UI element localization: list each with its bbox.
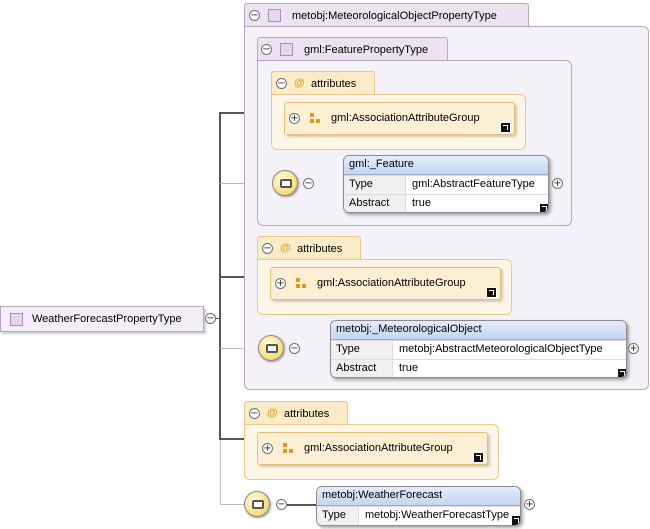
row-value: gml:AbstractFeatureType xyxy=(412,178,535,190)
attribute-group-icon xyxy=(296,278,306,288)
row-key: Type xyxy=(317,507,359,525)
link-icon[interactable] xyxy=(473,452,484,463)
attribute-group-icon xyxy=(310,113,320,123)
expand-group-toggle[interactable]: + xyxy=(289,113,300,124)
at-icon: @ xyxy=(280,242,291,254)
collapse-met-type-toggle[interactable]: − xyxy=(249,10,260,21)
met-type-tab[interactable]: − metobj:MeteorologicalObjectPropertyTyp… xyxy=(244,3,529,27)
sequence-icon[interactable] xyxy=(258,335,284,361)
row-value: true xyxy=(399,362,418,374)
row-key: Abstract xyxy=(331,360,393,377)
collapse-gml-type-toggle[interactable]: − xyxy=(261,44,272,55)
row-key: Type xyxy=(344,176,406,194)
element-row-type: Type gml:AbstractFeatureType xyxy=(344,175,548,194)
connector xyxy=(219,112,221,439)
attributes-label: attributes xyxy=(297,243,343,255)
connector xyxy=(219,276,267,278)
link-icon[interactable] xyxy=(500,122,511,133)
element-title: metobj:WeatherForecast xyxy=(317,487,520,506)
root-type-box[interactable]: WeatherForecastPropertyType xyxy=(0,306,204,332)
collapse-sequence-toggle[interactable]: − xyxy=(289,343,300,354)
attributes-tab[interactable]: − @ attributes xyxy=(244,401,348,425)
complex-type-icon xyxy=(280,43,293,56)
collapse-attributes-toggle[interactable]: − xyxy=(276,78,287,89)
attribute-group-label: gml:AssociationAttributeGroup xyxy=(317,277,466,289)
row-key: Abstract xyxy=(344,195,406,212)
attributes-label: attributes xyxy=(311,78,357,90)
attribute-group-label: gml:AssociationAttributeGroup xyxy=(331,112,480,124)
link-icon[interactable] xyxy=(539,203,548,212)
connector xyxy=(287,504,317,506)
element-row-type: Type metobj:AbstractMeteorologicalObjectT… xyxy=(331,340,626,359)
element-metobj-meteorological-object[interactable]: metobj:_MeteorologicalObject Type metobj:… xyxy=(330,320,627,378)
row-value: true xyxy=(412,197,431,209)
element-row-abstract: Abstract true xyxy=(344,194,548,212)
element-metobj-weather-forecast[interactable]: metobj:WeatherForecast Type metobj:Weathe… xyxy=(316,486,521,526)
row-key: Type xyxy=(331,341,393,359)
attributes-tab[interactable]: − @ attributes xyxy=(257,236,361,260)
link-icon[interactable] xyxy=(511,515,520,525)
met-type-label: metobj:MeteorologicalObjectPropertyType xyxy=(292,10,497,22)
element-row-abstract: Abstract true xyxy=(331,359,626,377)
gml-type-tab[interactable]: − gml:FeaturePropertyType xyxy=(257,37,448,61)
element-row-type: Type metobj:WeatherForecastType xyxy=(317,506,520,525)
gml-type-label: gml:FeaturePropertyType xyxy=(304,44,429,56)
attributes-label: attributes xyxy=(284,408,330,420)
sequence-icon[interactable] xyxy=(272,170,298,196)
collapse-sequence-toggle[interactable]: − xyxy=(303,178,314,189)
at-icon: @ xyxy=(294,77,305,89)
root-type-label: WeatherForecastPropertyType xyxy=(32,313,182,325)
expand-element-toggle[interactable]: + xyxy=(628,343,639,354)
attribute-group[interactable]: + gml:AssociationAttributeGroup xyxy=(284,102,515,135)
row-value: metobj:WeatherForecastType xyxy=(365,509,510,521)
expand-group-toggle[interactable]: + xyxy=(262,443,273,454)
sequence-icon[interactable] xyxy=(244,491,270,517)
element-gml-feature[interactable]: gml:_Feature Type gml:AbstractFeatureType… xyxy=(343,155,549,213)
at-icon: @ xyxy=(267,407,278,419)
connector xyxy=(220,440,221,504)
attribute-group[interactable]: + gml:AssociationAttributeGroup xyxy=(270,267,501,300)
collapse-attributes-toggle[interactable]: − xyxy=(262,243,273,254)
connector xyxy=(220,348,258,349)
attribute-group-icon xyxy=(283,443,293,453)
row-value: metobj:AbstractMeteorologicalObjectType xyxy=(399,343,603,355)
connector xyxy=(220,504,244,505)
attribute-group[interactable]: + gml:AssociationAttributeGroup xyxy=(257,432,488,465)
element-title: metobj:_MeteorologicalObject xyxy=(331,321,626,340)
complex-type-icon xyxy=(268,9,281,22)
attribute-group-label: gml:AssociationAttributeGroup xyxy=(304,442,453,454)
collapse-sequence-toggle[interactable]: − xyxy=(276,499,287,510)
complex-type-icon xyxy=(10,313,23,326)
link-icon[interactable] xyxy=(617,368,626,377)
connector xyxy=(219,438,259,440)
element-title: gml:_Feature xyxy=(344,156,548,175)
expand-element-toggle[interactable]: + xyxy=(552,178,563,189)
link-icon[interactable] xyxy=(486,287,497,298)
attributes-tab[interactable]: − @ attributes xyxy=(271,71,375,95)
expand-group-toggle[interactable]: + xyxy=(275,278,286,289)
collapse-attributes-toggle[interactable]: − xyxy=(249,408,260,419)
expand-element-toggle[interactable]: + xyxy=(524,499,535,510)
collapse-root-toggle[interactable]: − xyxy=(205,313,216,324)
